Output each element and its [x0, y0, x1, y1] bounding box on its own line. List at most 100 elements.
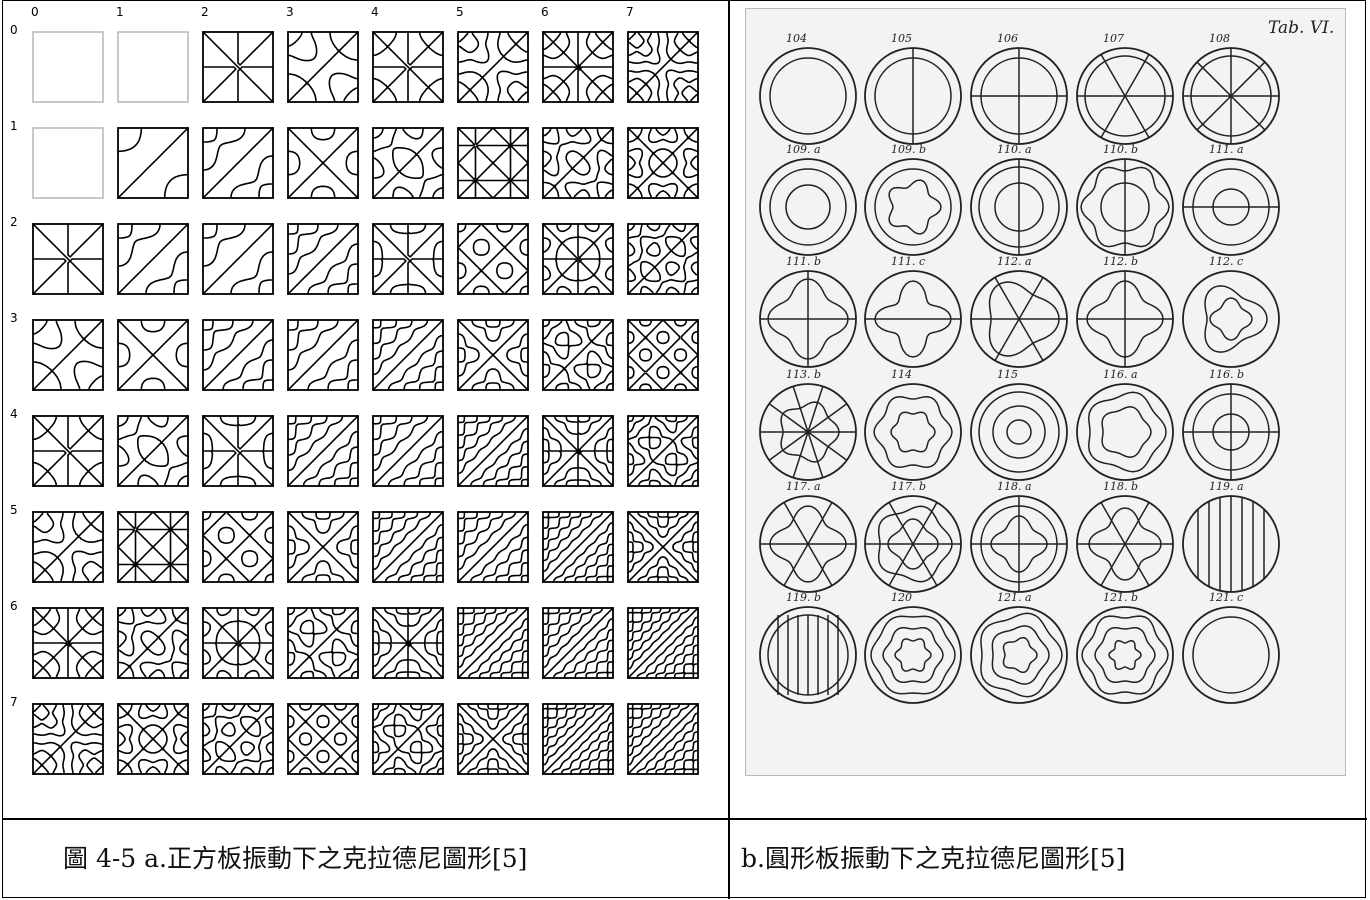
nodal-line	[458, 320, 528, 390]
plate-tab-label: Tab. VI.	[1268, 18, 1334, 38]
nodal-line	[373, 224, 443, 294]
row-label: 1	[10, 119, 18, 133]
nodal-line	[288, 512, 358, 582]
nodal-line	[628, 320, 698, 390]
nodal-line	[203, 224, 273, 294]
nodal-curve	[889, 180, 941, 234]
nodal-line	[118, 128, 188, 198]
pattern-cell	[203, 416, 273, 486]
pattern-cell	[288, 608, 358, 678]
pattern-cell	[373, 128, 443, 198]
pattern-cell	[288, 704, 358, 774]
pattern-number: 112. b	[1103, 255, 1138, 268]
pattern-cell	[203, 512, 273, 582]
nodal-curve	[891, 412, 935, 452]
nodal-line	[33, 512, 103, 582]
pattern-number: 110. a	[997, 143, 1032, 156]
nodal-curve	[874, 397, 952, 467]
pattern-cell	[543, 416, 613, 486]
circular-pattern: 106	[971, 32, 1067, 144]
nodal-curve	[1205, 286, 1267, 352]
pattern-cell	[33, 416, 103, 486]
circular-pattern: 110. b	[1077, 143, 1173, 255]
nodal-line	[288, 128, 358, 198]
pattern-cell	[33, 224, 103, 294]
pattern-number: 119. b	[786, 591, 821, 604]
pattern-cell	[458, 32, 528, 102]
nodal-curve	[1210, 298, 1252, 340]
column-label: 0	[31, 5, 39, 19]
nodal-line	[543, 224, 613, 294]
nodal-curve	[1109, 641, 1141, 669]
row-label: 0	[10, 23, 18, 37]
nodal-line	[373, 704, 443, 774]
circular-pattern: 113. b	[760, 368, 856, 480]
pattern-cell	[203, 608, 273, 678]
nodal-line	[288, 704, 358, 774]
nodal-line	[373, 32, 443, 102]
plate-outline	[1183, 271, 1279, 367]
nodal-line	[628, 416, 698, 486]
column-label: 1	[116, 5, 124, 19]
nodal-line	[543, 416, 613, 486]
pattern-cell	[118, 416, 188, 486]
nodal-line	[33, 320, 103, 390]
pattern-cell	[628, 416, 698, 486]
pattern-cell	[543, 320, 613, 390]
pattern-number: 106	[997, 32, 1018, 45]
nodal-curve	[992, 626, 1049, 684]
column-label: 3	[286, 5, 294, 19]
pattern-number: 111. a	[1209, 143, 1244, 156]
pattern-cell	[628, 224, 698, 294]
nodal-line	[288, 608, 358, 678]
nodal-curve	[1102, 407, 1151, 457]
pattern-number: 111. b	[786, 255, 821, 268]
nodal-line	[288, 32, 358, 102]
nodal-line	[33, 224, 103, 294]
plate-outline	[33, 32, 103, 102]
pattern-cell	[118, 704, 188, 774]
nodal-line	[203, 416, 273, 486]
pattern-cell	[288, 32, 358, 102]
circular-pattern: 121. c	[1183, 591, 1279, 703]
circular-pattern: 111. c	[865, 255, 961, 367]
pattern-cell	[118, 320, 188, 390]
circular-pattern: 107	[1077, 32, 1173, 144]
pattern-number: 105	[891, 32, 912, 45]
pattern-cell	[628, 608, 698, 678]
pattern-cell	[33, 320, 103, 390]
plate-outline	[1077, 384, 1173, 480]
nodal-line	[288, 416, 358, 486]
pattern-cell	[118, 32, 188, 102]
pattern-cell	[458, 512, 528, 582]
pattern-number: 113. b	[786, 368, 821, 381]
circular-pattern: 117. a	[760, 480, 856, 592]
circular-pattern: 118. a	[971, 480, 1067, 592]
pattern-cell	[33, 608, 103, 678]
plate-outline	[33, 128, 103, 198]
pattern-cell	[203, 128, 273, 198]
nodal-line	[203, 128, 273, 198]
nodal-line	[543, 608, 613, 678]
nodal-line	[628, 128, 698, 198]
nodal-line	[288, 320, 358, 390]
pattern-cell	[458, 704, 528, 774]
nodal-line	[458, 416, 528, 486]
pattern-number: 118. a	[997, 480, 1032, 493]
pattern-cell	[543, 32, 613, 102]
pattern-cell	[33, 128, 103, 198]
nodal-line	[118, 512, 188, 582]
nodal-line	[628, 224, 698, 294]
pattern-number: 112. c	[1209, 255, 1243, 268]
circular-pattern: 121. b	[1077, 591, 1173, 703]
pattern-number: 115	[997, 368, 1018, 381]
circular-pattern: 112. c	[1183, 255, 1279, 367]
circular-pattern: 117. b	[865, 480, 961, 592]
nodal-curve	[1095, 628, 1155, 682]
row-label: 4	[10, 407, 18, 421]
nodal-line	[203, 32, 273, 102]
circular-pattern: 105	[865, 32, 961, 144]
circular-pattern: 118. b	[1077, 480, 1173, 592]
plate-outline	[1183, 607, 1279, 703]
